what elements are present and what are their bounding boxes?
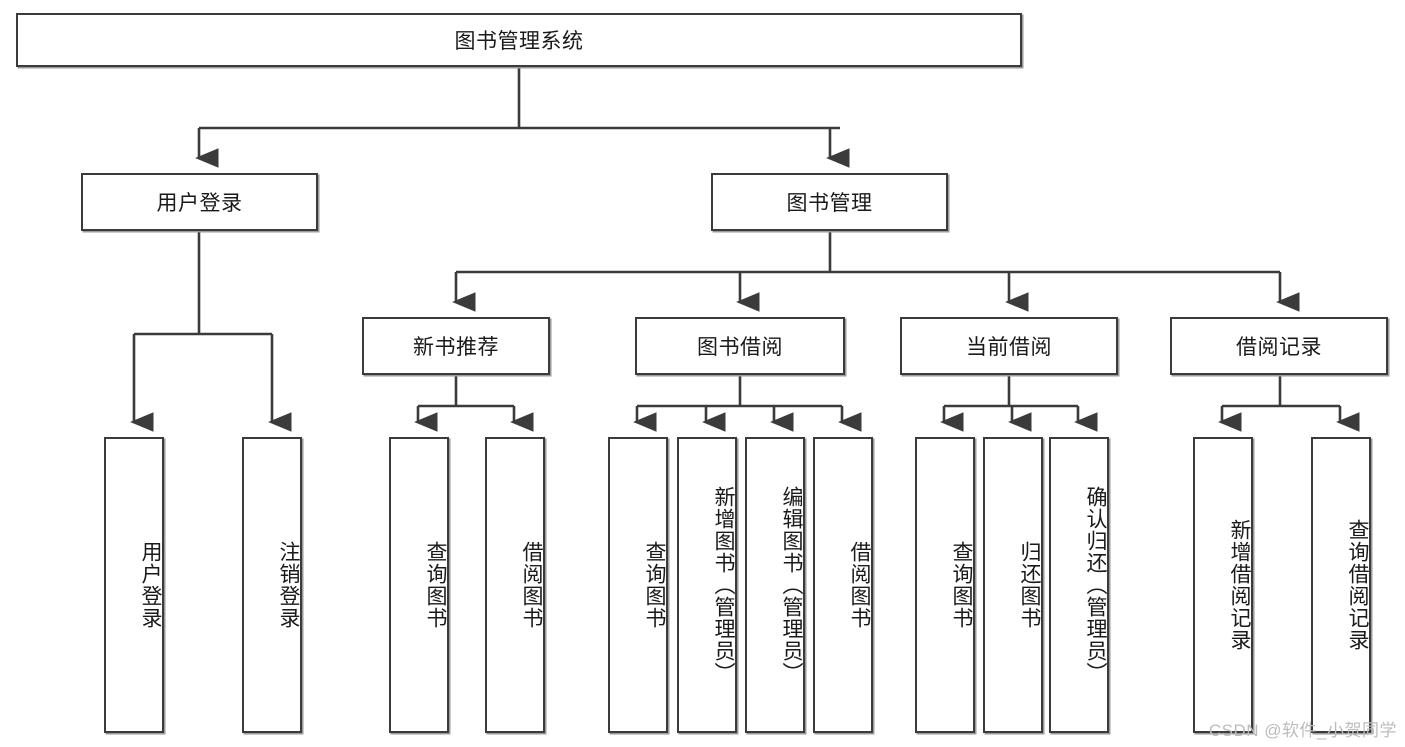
node-label: 查询借阅记录 xyxy=(1346,519,1369,651)
node-leaf-query-book-2[interactable]: 查询图书 xyxy=(608,437,668,733)
node-leaf-query-borrow-record[interactable]: 查询借阅记录 xyxy=(1311,437,1371,733)
watermark: CSDN @软件_小贺同学 xyxy=(1208,721,1397,740)
node-label: 查询图书 xyxy=(643,541,666,629)
node-label: 借阅记录 xyxy=(1236,336,1322,359)
node-label: 借阅图书 xyxy=(848,541,871,629)
node-leaf-user-login[interactable]: 用户登录 xyxy=(104,437,164,733)
node-label: 查询图书 xyxy=(950,541,973,629)
node-book-borrow[interactable]: 图书借阅 xyxy=(635,317,845,375)
node-borrow-record[interactable]: 借阅记录 xyxy=(1170,317,1388,375)
node-current-borrow[interactable]: 当前借阅 xyxy=(900,317,1118,375)
node-new-book-recommend[interactable]: 新书推荐 xyxy=(362,317,550,375)
node-label: 新增图书（管理员） xyxy=(712,486,735,684)
node-label: 图书借阅 xyxy=(697,336,783,359)
node-label: 确认归还（管理员） xyxy=(1084,486,1107,684)
node-label: 编辑图书（管理员） xyxy=(780,486,803,684)
node-leaf-borrow-book-2[interactable]: 借阅图书 xyxy=(813,437,873,733)
node-leaf-add-book[interactable]: 新增图书（管理员） xyxy=(677,437,737,733)
node-label: 用户登录 xyxy=(156,192,243,215)
node-book-management[interactable]: 图书管理 xyxy=(711,173,948,231)
node-leaf-edit-book[interactable]: 编辑图书（管理员） xyxy=(745,437,805,733)
node-leaf-return-book[interactable]: 归还图书 xyxy=(983,437,1043,733)
node-label: 图书管理系统 xyxy=(454,30,584,53)
node-leaf-add-borrow-record[interactable]: 新增借阅记录 xyxy=(1193,437,1253,733)
node-user-login[interactable]: 用户登录 xyxy=(81,173,318,231)
node-label: 新书推荐 xyxy=(413,336,499,359)
node-label: 图书管理 xyxy=(786,192,873,215)
node-label: 新增借阅记录 xyxy=(1228,519,1251,651)
node-leaf-borrow-book-1[interactable]: 借阅图书 xyxy=(485,437,545,733)
node-leaf-logout-login[interactable]: 注销登录 xyxy=(242,437,302,733)
node-label: 用户登录 xyxy=(139,541,162,629)
node-label: 查询图书 xyxy=(424,541,447,629)
node-label: 当前借阅 xyxy=(966,336,1052,359)
node-leaf-confirm-return[interactable]: 确认归还（管理员） xyxy=(1049,437,1109,733)
node-label: 借阅图书 xyxy=(520,541,543,629)
node-system-root[interactable]: 图书管理系统 xyxy=(16,13,1022,67)
node-label: 注销登录 xyxy=(277,541,300,629)
node-leaf-query-book-3[interactable]: 查询图书 xyxy=(915,437,975,733)
node-leaf-query-book-1[interactable]: 查询图书 xyxy=(389,437,449,733)
node-label: 归还图书 xyxy=(1018,541,1041,629)
